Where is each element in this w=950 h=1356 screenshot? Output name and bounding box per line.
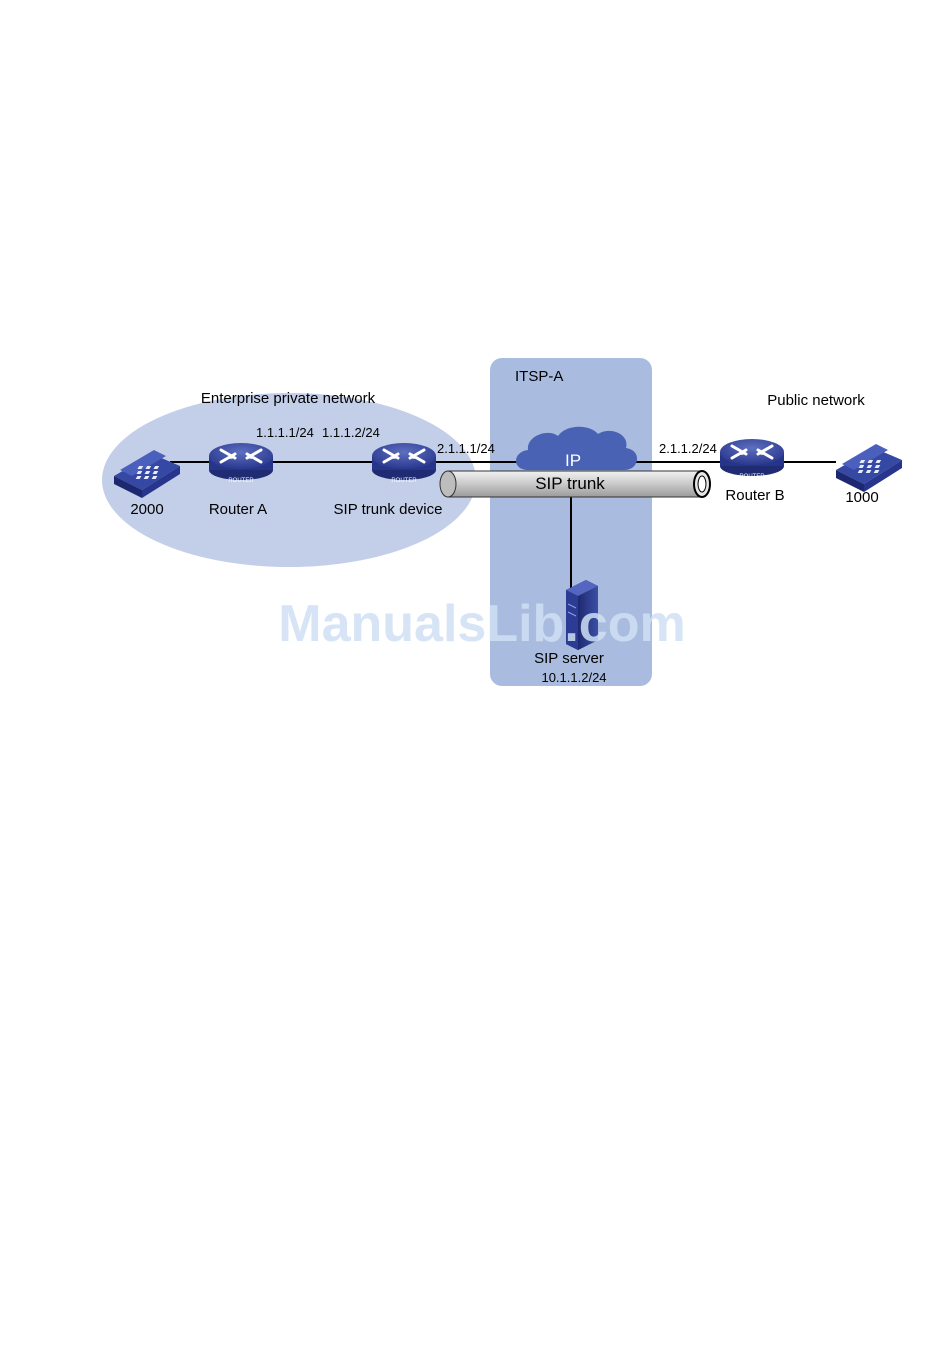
router-a-icon [209,443,273,480]
router-b-label: Router B [725,487,784,504]
router-b-badge: ROUTER [739,474,765,480]
sip-trunk-outer-address: 2.1.1.1/24 [437,441,495,456]
phone-right-label: 1000 [845,489,878,506]
phone-right-icon [836,444,902,492]
cloud-label: IP [565,451,581,470]
sip-server-label: SIP server [534,650,604,667]
enterprise-region-label: Enterprise private network [201,390,376,407]
router-a-label: Router A [209,501,267,518]
sip-trunk-inner-address: 1.1.1.2/24 [322,425,380,440]
watermark: ManualsLib.com [278,595,685,653]
sip-server-address: 10.1.1.2/24 [541,670,606,685]
public-region-label: Public network [767,392,865,409]
phone-left-label: 2000 [130,501,163,518]
router-b-icon [720,439,784,476]
sip-trunk-device-icon [372,443,436,480]
itsp-region-label: ITSP-A [515,368,563,385]
sip-trunk-device-badge: ROUTER [391,478,417,484]
router-b-address: 2.1.1.2/24 [659,441,717,456]
tunnel-label: SIP trunk [535,474,605,493]
sip-trunk-device-label: SIP trunk device [334,501,443,518]
router-a-address: 1.1.1.1/24 [256,425,314,440]
router-a-badge: ROUTER [228,478,254,484]
